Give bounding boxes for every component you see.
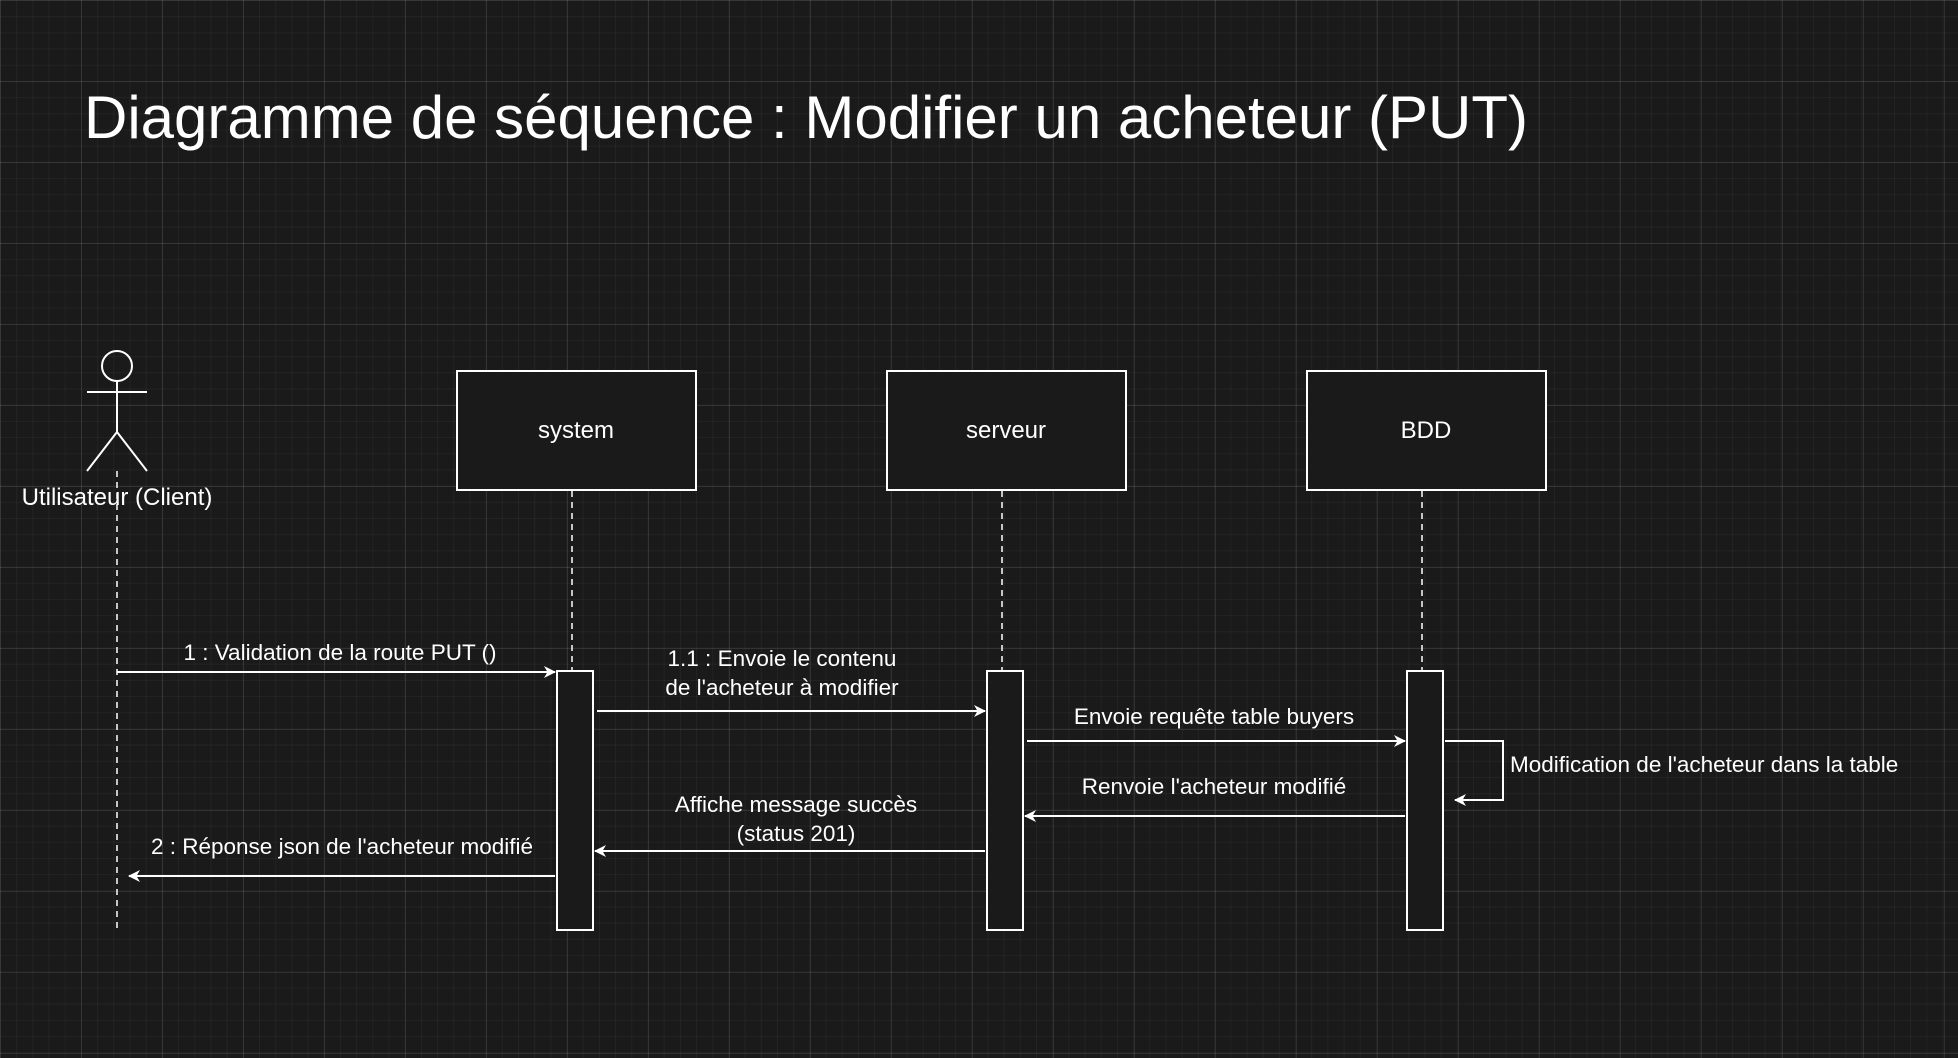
message-1-1-label-line1: 1.1 : Envoie le contenu <box>668 646 897 671</box>
participant-system-box[interactable] <box>456 370 697 491</box>
message-return-buyer-label: Renvoie l'acheteur modifié <box>1082 774 1346 799</box>
participant-system-label: system <box>538 417 614 444</box>
participant-bdd-label: BDD <box>1401 417 1452 444</box>
actor-figure[interactable] <box>86 350 148 472</box>
serveur-activation-bar <box>986 670 1024 931</box>
participant-serveur-box[interactable] <box>886 370 1127 491</box>
message-2-label: 2 : Réponse json de l'acheteur modifié <box>151 834 533 859</box>
bdd-activation-bar <box>1406 670 1444 931</box>
actor-right-leg <box>116 431 148 472</box>
message-1-1-label-line2: de l'acheteur à modifier <box>665 675 899 700</box>
actor-label: Utilisateur (Client) <box>22 484 213 511</box>
message-send-query-label: Envoie requête table buyers <box>1074 704 1354 729</box>
participant-serveur-label: serveur <box>966 417 1046 444</box>
actor-left-leg <box>86 431 118 472</box>
message-success-label-line2: (status 201) <box>737 821 856 846</box>
self-message-modify-label: Modification de l'acheteur dans la table <box>1510 752 1898 777</box>
self-message-modify-arrow[interactable] <box>1445 740 1504 806</box>
message-1-label: 1 : Validation de la route PUT () <box>183 640 496 665</box>
actor-head <box>101 350 133 382</box>
message-success-label-line1: Affiche message succès <box>675 792 917 817</box>
participant-bdd-box[interactable] <box>1306 370 1547 491</box>
diagram-title: Diagramme de séquence : Modifier un ache… <box>84 84 1528 151</box>
system-activation-bar <box>556 670 594 931</box>
